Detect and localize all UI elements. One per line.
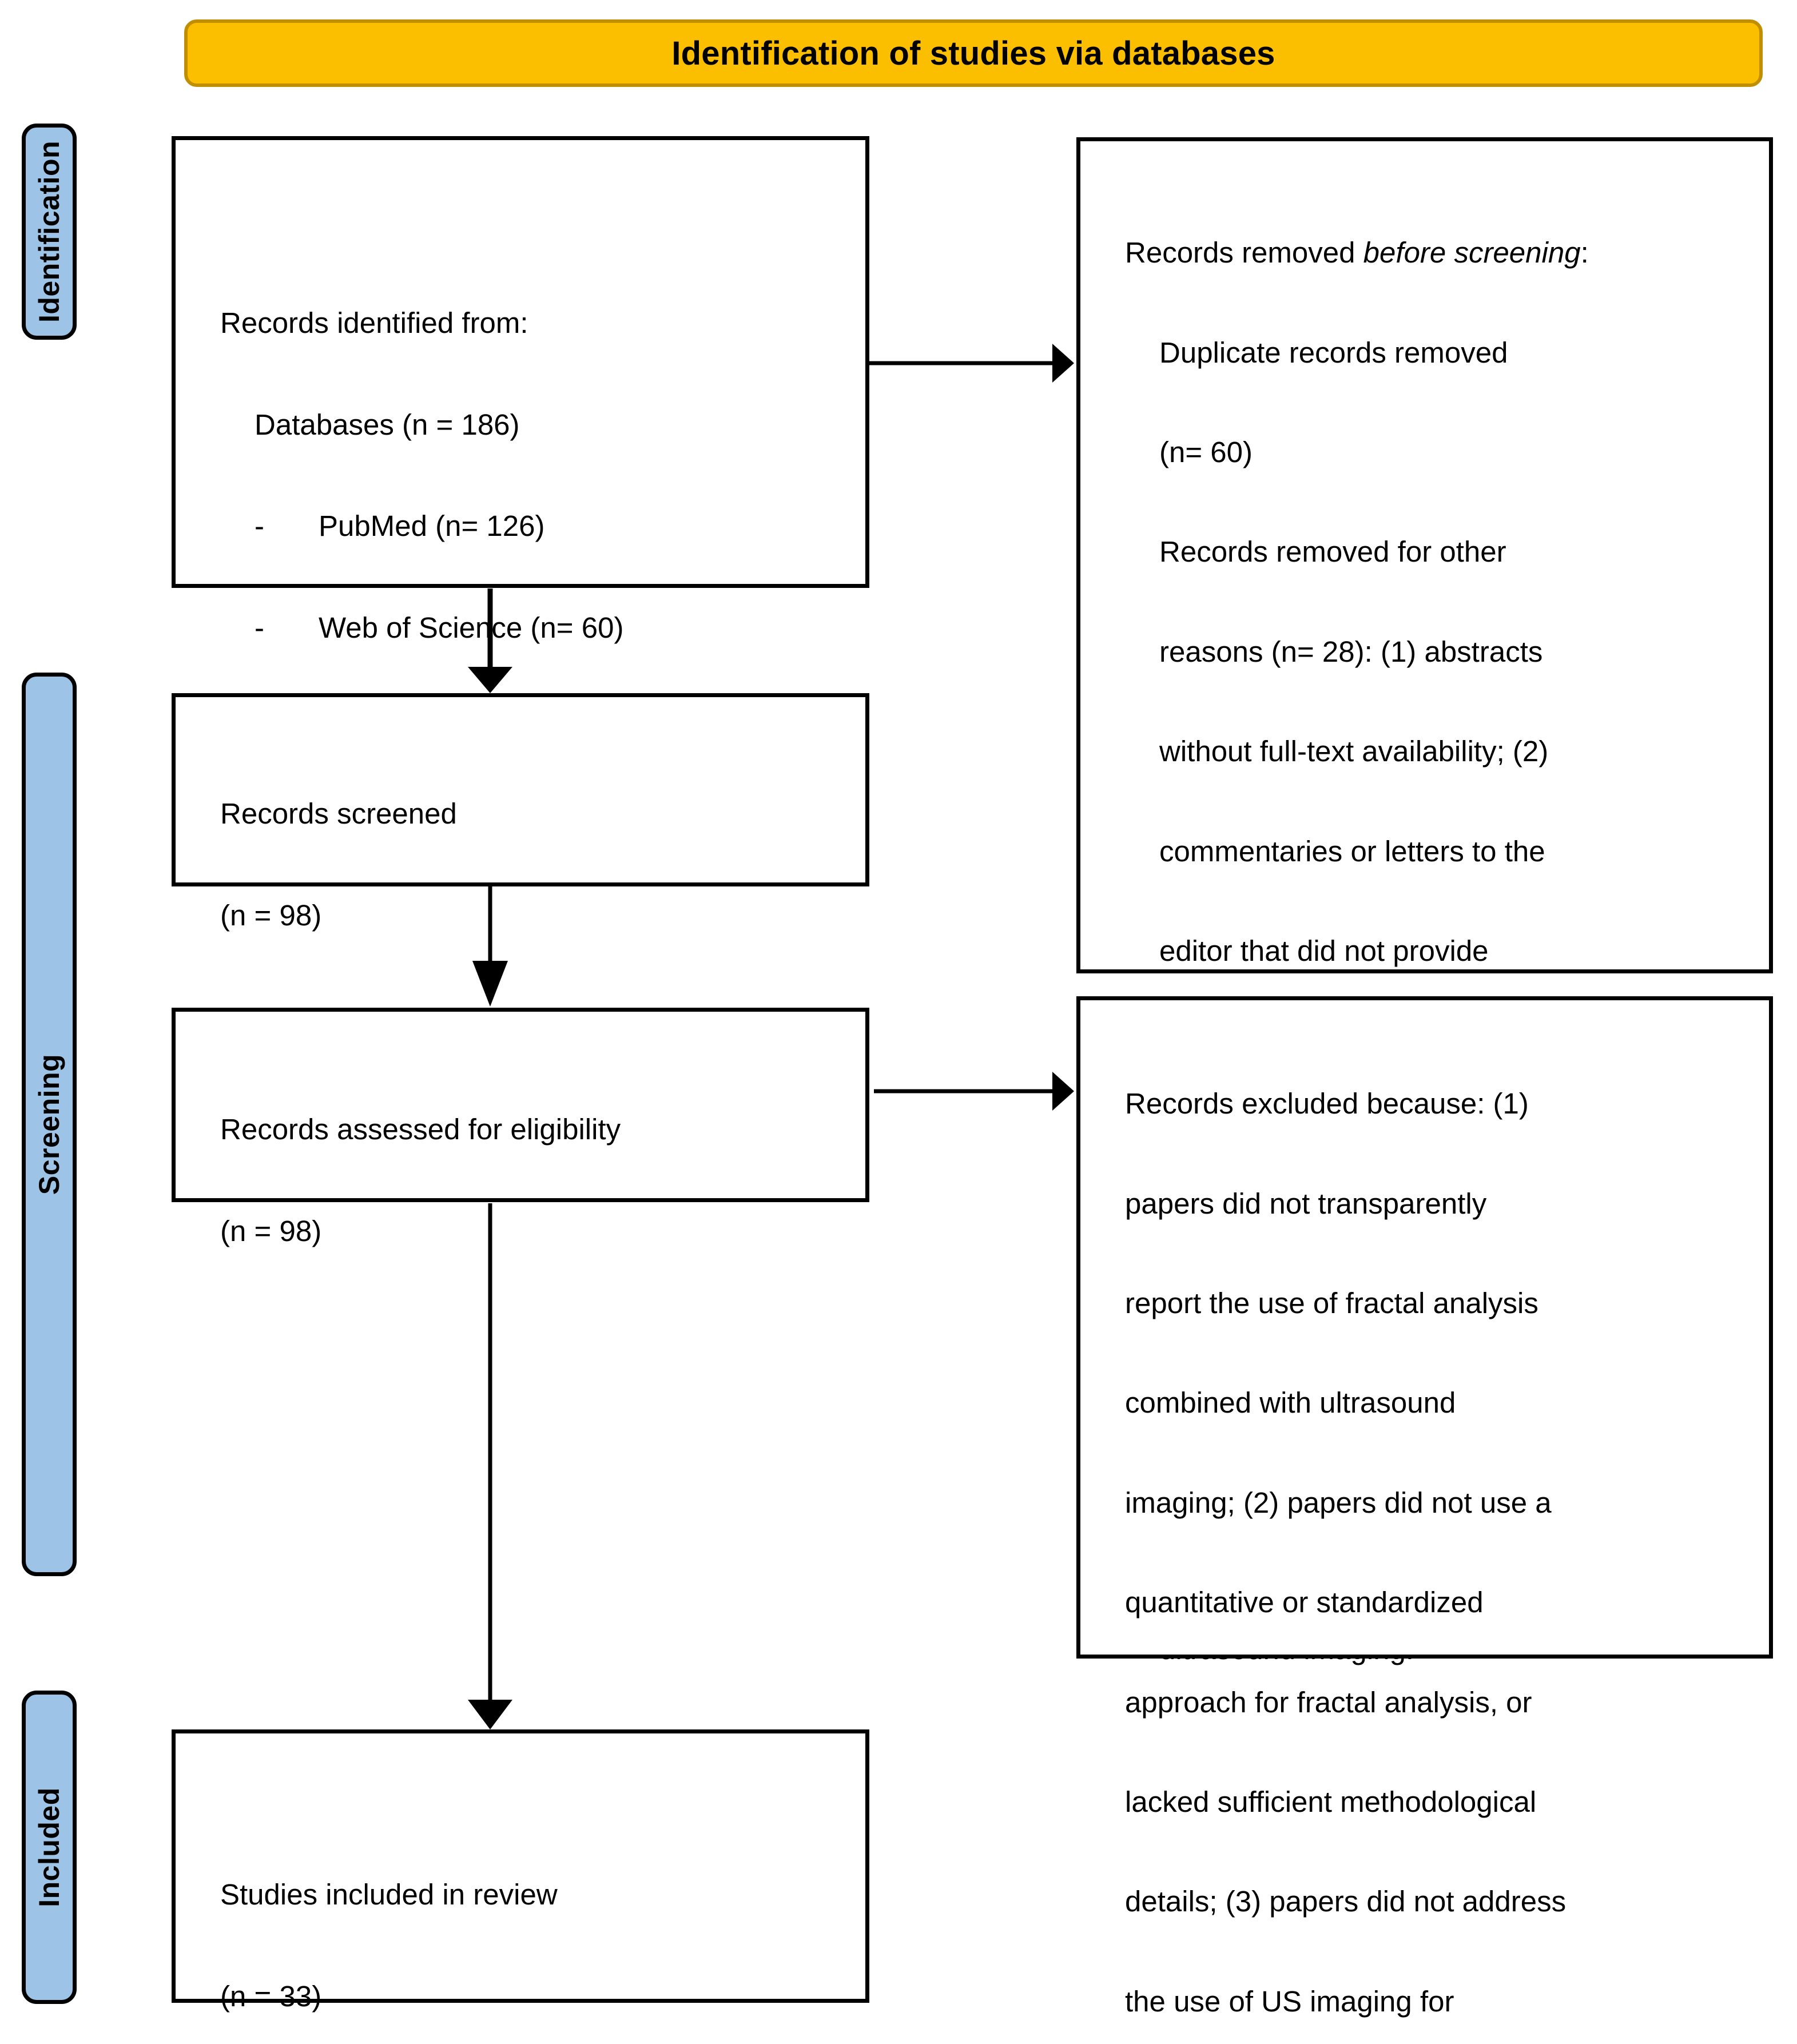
box-records-excluded-text: Records excluded because: (1) papers did… [1125, 1021, 1747, 2044]
records-removed-line: commentaries or letters to the [1159, 834, 1545, 868]
records-excluded-line: details; (3) papers did not address [1125, 1885, 1567, 1918]
records-excluded-line: Records excluded because: (1) [1125, 1087, 1529, 1120]
stage-label-identification-text: Identification [33, 140, 66, 323]
records-removed-line: Records removed for other [1159, 535, 1506, 568]
records-screened-count: (n = 98) [220, 898, 322, 932]
records-excluded-line: the use of US imaging for [1125, 1985, 1454, 2018]
box-records-identified-text: Records identified from: Databases (n = … [220, 238, 844, 712]
box-records-removed-before-screening: Records removed before screening: Duplic… [1076, 137, 1773, 1665]
records-identified-item-pubmed-text: PubMed (n= 126) [319, 510, 545, 543]
records-removed-line: editor that did not provide [1159, 934, 1489, 967]
stage-label-included: Included [22, 1691, 77, 2004]
stage-label-included-text: Included [33, 1787, 66, 1907]
box-records-assessed-text: Records assessed for eligibility (n = 98… [220, 1045, 844, 1315]
box-records-excluded: Records excluded because: (1) papers did… [1076, 996, 1773, 2018]
records-identified-item-pubmed: - PubMed (n= 126) [220, 509, 844, 543]
box-records-identified: Records identified from: Databases (n = … [172, 136, 869, 644]
records-removed-heading-italic: before screening [1363, 236, 1581, 269]
records-excluded-line: papers did not transparently [1125, 1187, 1487, 1220]
identification-banner: Identification of studies via databases [184, 19, 1763, 87]
records-assessed-count: (n = 98) [220, 1214, 322, 1247]
records-excluded-line: approach for fractal analysis, or [1125, 1685, 1532, 1719]
studies-included-label: Studies included in review [220, 1878, 558, 1911]
box-records-screened-text: Records screened (n = 98) [220, 729, 844, 1000]
records-excluded-line: report the use of fractal analysis [1125, 1287, 1538, 1319]
box-studies-included-text: Studies included in review (n = 33) [220, 1810, 844, 2044]
records-removed-heading-plain: Records removed [1125, 236, 1363, 269]
records-removed-line: without full-text availability; (2) [1159, 735, 1549, 768]
records-assessed-label: Records assessed for eligibility [220, 1113, 621, 1146]
box-records-screened: Records screened (n = 98) [172, 693, 869, 932]
records-removed-line: reasons (n= 28): (1) abstracts [1159, 635, 1543, 668]
records-removed-line: Duplicate records removed [1159, 336, 1508, 369]
records-excluded-line: quantitative or standardized [1125, 1586, 1484, 1619]
arrow-eligibility-to-excluded [874, 1072, 1074, 1111]
stage-label-screening: Screening [22, 673, 77, 1576]
records-identified-item-wos: - Web of Science (n= 60) [220, 611, 844, 645]
records-removed-heading-colon: : [1580, 236, 1589, 269]
records-excluded-line: lacked sufficient methodological [1125, 1785, 1537, 1818]
stage-label-identification: Identification [22, 124, 77, 340]
records-excluded-line: combined with ultrasound [1125, 1386, 1456, 1419]
box-studies-included: Studies included in review (n = 33) [172, 1729, 869, 2013]
records-screened-label: Records screened [220, 797, 457, 830]
records-identified-item-wos-text: Web of Science (n= 60) [319, 611, 624, 644]
records-removed-heading: Records removed before screening: [1125, 236, 1747, 269]
records-removed-line: (n= 60) [1159, 436, 1253, 468]
stage-label-screening-text: Screening [33, 1053, 65, 1195]
studies-included-count: (n = 33) [220, 1979, 322, 2013]
banner-title: Identification of studies via databases [671, 34, 1275, 72]
records-identified-heading: Records identified from: [220, 307, 528, 340]
arrow-identified-to-removed [869, 344, 1074, 383]
records-identified-databases: Databases (n = 186) [255, 408, 520, 441]
records-excluded-line: imaging; (2) papers did not use a [1125, 1486, 1552, 1519]
bullet-dash-icon: - [255, 611, 264, 644]
box-records-assessed-eligibility: Records assessed for eligibility (n = 98… [172, 1008, 869, 1247]
bullet-dash-icon: - [255, 510, 264, 543]
